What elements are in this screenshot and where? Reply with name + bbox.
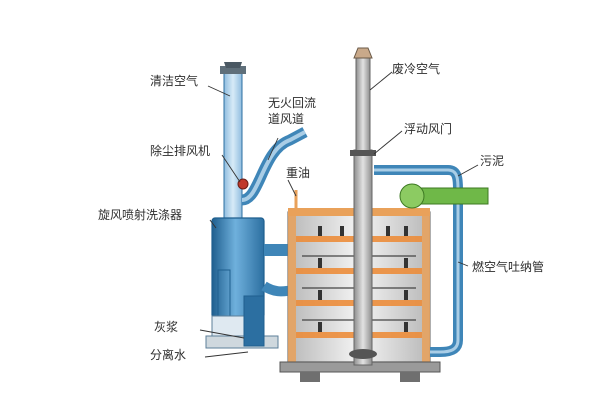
exhaust-fan (237, 178, 249, 190)
floating-damper (350, 150, 376, 156)
label-no-fire-duct-line2: 道风道 (268, 112, 305, 126)
no-fire-duct (240, 127, 308, 206)
leader-lines (199, 71, 479, 358)
label-cyclone-washer: 旋风喷射洗涤器 (98, 208, 183, 222)
clean-air-stack (220, 62, 246, 227)
label-cooling-air-inlet: 燃空气吐纳管 (472, 260, 545, 274)
label-ash-slurry: 灰浆 (154, 320, 179, 334)
label-sludge: 污泥 (480, 154, 505, 168)
label-floating-damper: 浮动风门 (404, 122, 453, 136)
waste-air-stack (353, 47, 373, 155)
cooling-air-duct (374, 165, 463, 357)
label-exhaust-fan: 除尘排风机 (150, 144, 211, 158)
label-no-fire-duct-line1: 无火回流 (268, 96, 317, 110)
label-drain-water: 分离水 (150, 348, 187, 362)
label-waste-cold-air: 废冷空气 (392, 62, 441, 76)
central-shaft (349, 149, 377, 366)
label-fuel-oil: 重油 (286, 166, 311, 180)
label-clean-air: 清洁空气 (150, 74, 199, 88)
sludge-feed (399, 183, 489, 209)
